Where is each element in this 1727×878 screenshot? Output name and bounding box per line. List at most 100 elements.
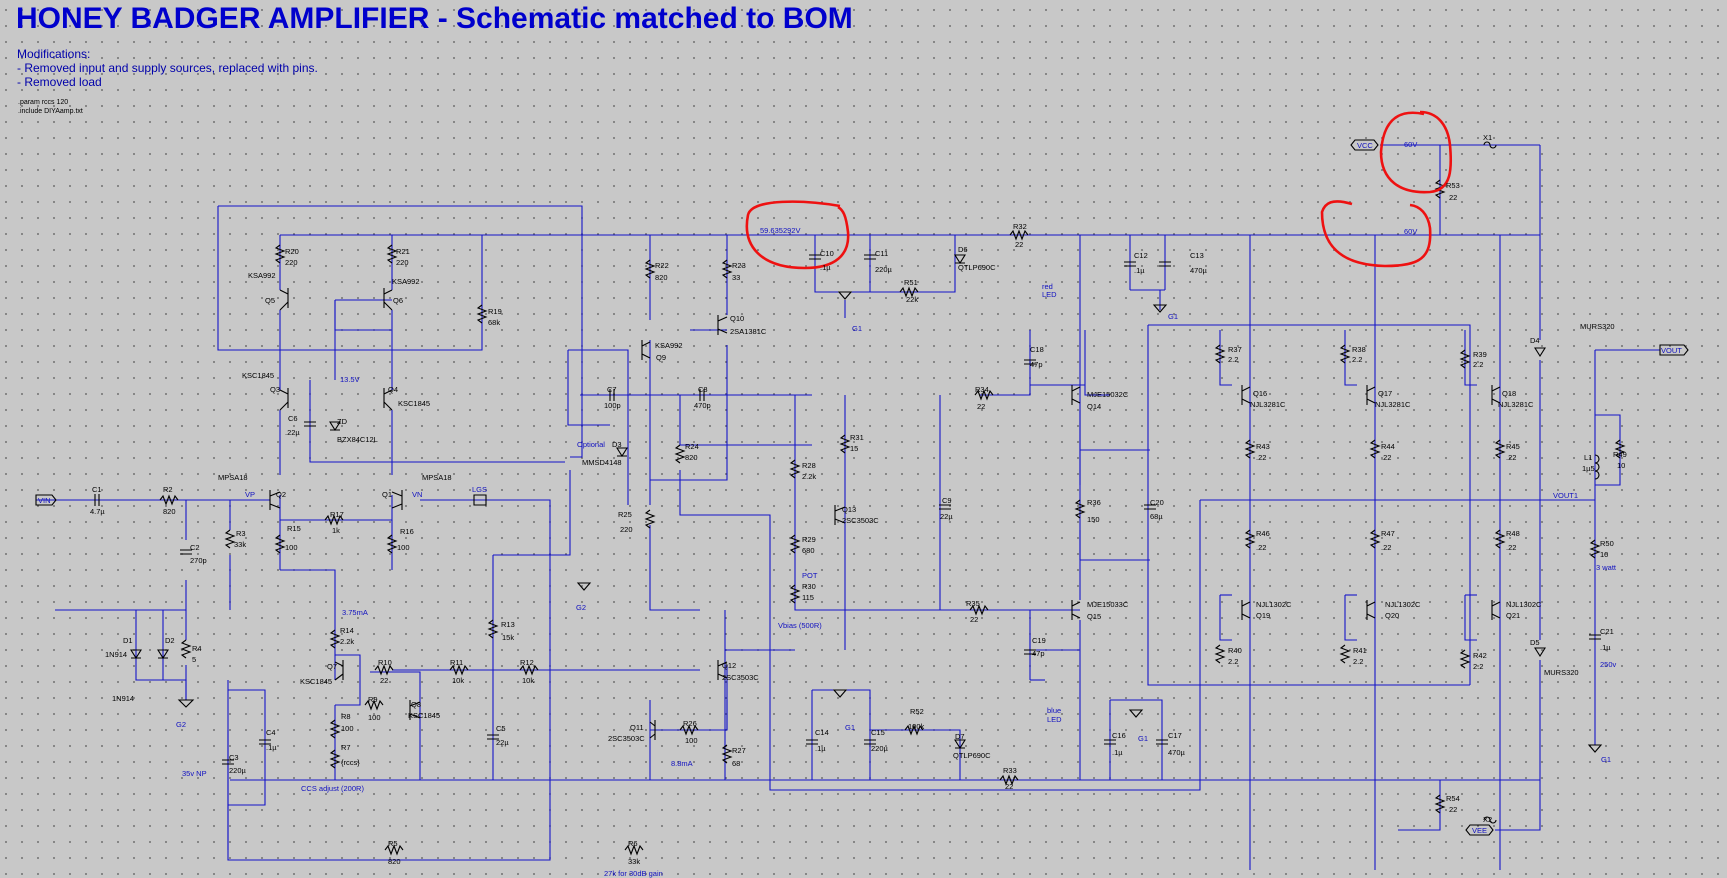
ground-symbol — [1587, 744, 1603, 753]
resistor-symbol-r6 — [624, 844, 644, 856]
value-r37: 2.2 — [1228, 355, 1238, 364]
label-r27: R27 — [732, 746, 746, 755]
resistor-symbol-r20 — [274, 244, 286, 264]
label-r32: R32 — [1013, 222, 1027, 231]
label-c6: C6 — [288, 414, 298, 423]
label-x1: X1 — [1483, 133, 1492, 142]
label-c5: C5 — [496, 724, 506, 733]
c3-note: 35v NP — [182, 769, 207, 778]
part-q19: NJL1302C — [1256, 600, 1292, 609]
value-r53: 22 — [1449, 193, 1457, 202]
vcc-pin-voltage: 60V — [1404, 140, 1417, 149]
part-q21: NJL1302C — [1506, 600, 1542, 609]
red-led-note-b: LED — [1042, 290, 1057, 299]
label-r48: R48 — [1506, 529, 1520, 538]
resistor-symbol-r30 — [789, 584, 801, 604]
value-r40: 2.2 — [1228, 657, 1238, 666]
value-c10: .1µ — [820, 263, 831, 272]
value-r2: 820 — [163, 507, 176, 516]
transistor-symbol-q18 — [1491, 385, 1501, 405]
net-g1: G1 — [1138, 734, 1148, 743]
transistor-symbol-q21 — [1491, 600, 1501, 620]
resistor-symbol-r21 — [386, 244, 398, 264]
label-c13: C13 — [1190, 251, 1204, 260]
label-r16: R16 — [400, 527, 414, 536]
label-c19: C19 — [1032, 636, 1046, 645]
capacitor-symbol-c13 — [1159, 261, 1171, 267]
value-c14: .1µ — [815, 744, 826, 753]
label-r20: R20 — [285, 247, 299, 256]
net-g1: G1 — [1168, 312, 1178, 321]
mod-line: Modifications: — [17, 47, 91, 61]
value-r28: 2.2k — [802, 472, 816, 481]
value-c15: 220µ — [871, 744, 889, 753]
label-d6: D6 — [958, 245, 968, 254]
ground-symbol — [177, 699, 195, 708]
part-d5: MURS320 — [1544, 668, 1579, 677]
resistor-symbol-r40 — [1214, 644, 1226, 664]
label-r39: R39 — [1473, 350, 1487, 359]
label-q16: Q16 — [1253, 389, 1267, 398]
port-vee-label: VEE — [1472, 826, 1487, 835]
value-c12: .1µ — [1134, 266, 1145, 275]
label-q13: Q13 — [842, 505, 856, 514]
part-q10: 2SA1381C — [730, 327, 767, 336]
resistor-symbol-r2 — [159, 494, 179, 506]
resistor-symbol-r13 — [487, 619, 499, 639]
resistor-symbol-r3 — [224, 529, 236, 549]
label-r23: R23 — [732, 261, 746, 270]
capacitor-symbol-c10 — [809, 254, 821, 260]
label-c7: C7 — [607, 385, 617, 394]
label-r12: R12 — [520, 658, 534, 667]
value-r10: 22 — [380, 676, 388, 685]
capacitor-symbol-c12 — [1124, 261, 1136, 267]
value-r42: 2.2 — [1473, 662, 1483, 671]
label-c18: C18 — [1030, 345, 1044, 354]
label-r2: R2 — [163, 485, 173, 494]
value-c13: 470µ — [1190, 266, 1208, 275]
annotation-circle-vcc-top — [1379, 110, 1453, 194]
value-c1: 4.7µ — [90, 507, 105, 516]
value-c7: 100p — [604, 401, 621, 410]
capacitor-symbol-c19 — [1024, 649, 1036, 655]
transistor-symbol-q1 — [391, 490, 403, 510]
label-r15: R15 — [287, 524, 301, 533]
value-r39: 2.2 — [1473, 360, 1483, 369]
value-r9: 100 — [368, 713, 381, 722]
led-symbol-d7 — [954, 739, 966, 750]
label-q18: Q18 — [1502, 389, 1516, 398]
label-r50: R50 — [1600, 539, 1614, 548]
label-r43: R43 — [1256, 442, 1270, 451]
capacitor-symbol-c2 — [180, 549, 192, 555]
resistor-symbol-r35 — [969, 604, 989, 616]
capacitor-symbol-c5 — [487, 734, 499, 740]
value-r21: 220 — [396, 258, 409, 267]
resistor-symbol-r12 — [519, 664, 539, 676]
label-r47: R47 — [1381, 529, 1395, 538]
value-r17: 1k — [332, 526, 340, 535]
capacitor-symbol-c21 — [1589, 634, 1601, 640]
net-g1: G1 — [852, 324, 862, 333]
label-c16: C16 — [1112, 731, 1126, 740]
value-r7: {rccs} — [341, 758, 360, 767]
probe-symbol-lgs — [473, 494, 487, 506]
label-q6: Q6 — [393, 296, 403, 305]
resistor-symbol-r15 — [274, 534, 286, 554]
resistor-symbol-r27 — [721, 744, 733, 764]
value-c4: .1µ — [266, 743, 277, 752]
value-r36: 150 — [1087, 515, 1100, 524]
resistor-symbol-r24 — [674, 444, 686, 464]
label-r9: R9 — [368, 695, 378, 704]
value-d6: QTLP690C — [958, 263, 996, 272]
d1-part-note: 1N914 — [112, 694, 134, 703]
capacitor-symbol-c20 — [1144, 504, 1156, 510]
label-q8: Q8 — [411, 700, 421, 709]
schematic-title: HONEY BADGER AMPLIFIER - Schematic match… — [16, 2, 853, 35]
label-d2: D2 — [165, 636, 175, 645]
resistor-symbol-r19 — [476, 304, 488, 324]
net-vout1: VOUT1 — [1553, 491, 1578, 500]
capacitor-symbol-c9 — [939, 504, 951, 510]
param-directive: .param rccs 120 — [18, 99, 69, 106]
diode-symbol-d1 — [130, 649, 142, 660]
